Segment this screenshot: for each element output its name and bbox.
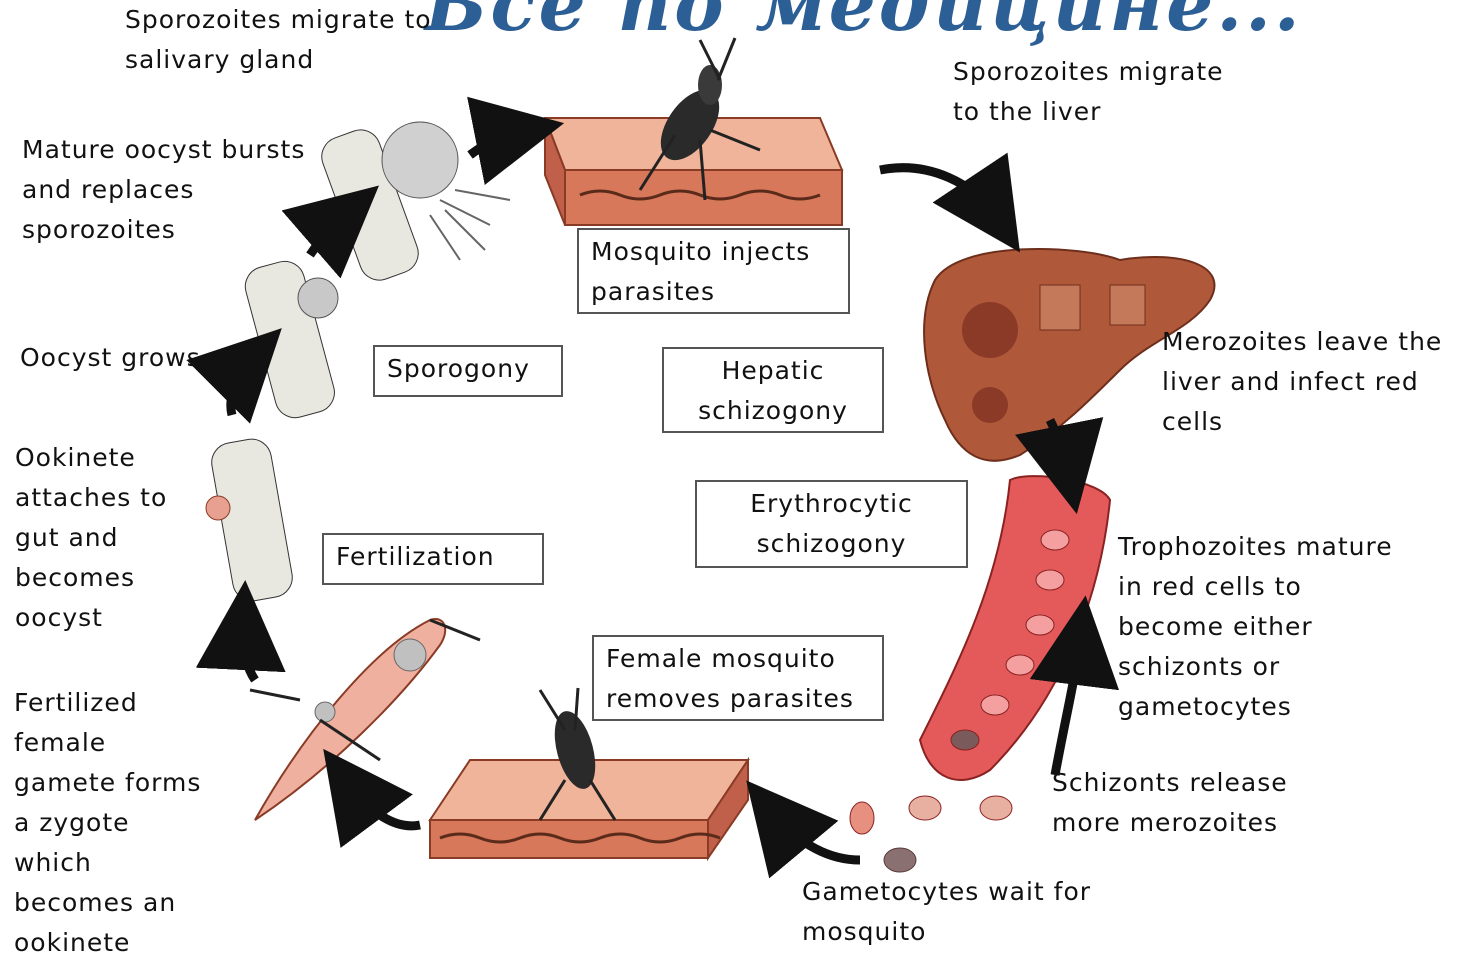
mosquito-left-icon: [250, 619, 480, 820]
gut-cells-oocyst: [241, 257, 339, 422]
label-merozoites-leave: Merozoites leave the liver and infect re…: [1162, 322, 1442, 442]
label-oocyst-grows: Oocyst grows: [20, 338, 201, 378]
label-oocyst-bursts: Mature oocyst bursts and replaces sporoz…: [22, 130, 305, 250]
label-gametocytes-wait: Gametocytes wait for mosquito: [802, 872, 1091, 952]
label-sporozoites-salivary: Sporozoites migrate to salivary gland: [125, 0, 432, 80]
gut-cells-ookinete: [206, 436, 295, 604]
box-female-mosquito-removes: Female mosquito removes parasites: [592, 635, 884, 721]
released-cells: [850, 796, 1012, 872]
box-hepatic-schizogony: Hepatic schizogony: [662, 347, 884, 433]
label-sporozoites-liver: Sporozoites migrate to the liver: [953, 52, 1224, 132]
label-trophozoites-mature: Trophozoites mature in red cells to beco…: [1118, 527, 1393, 727]
label-schizonts-release: Schizonts release more merozoites: [1052, 763, 1288, 843]
label-fertilized-female: Fertilized female gamete forms a zygote …: [14, 683, 201, 963]
box-erythrocytic-schizogony: Erythrocytic schizogony: [695, 480, 968, 568]
label-ookinete-attaches: Ookinete attaches to gut and becomes ooc…: [15, 438, 167, 638]
box-sporogony: Sporogony: [373, 345, 563, 397]
box-mosquito-injects: Mosquito injects parasites: [577, 228, 850, 314]
box-fertilization: Fertilization: [322, 533, 544, 585]
